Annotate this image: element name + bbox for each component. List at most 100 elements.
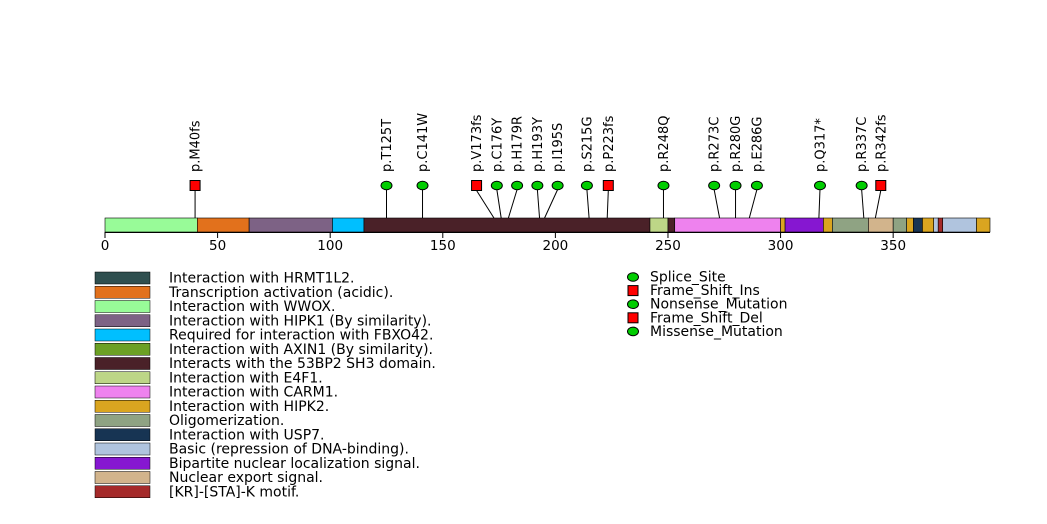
mutation-label: p.C176Y	[490, 118, 505, 172]
domain-legend-label: Interaction with USP7.	[169, 427, 325, 443]
domain-legend-swatch	[94, 328, 151, 342]
domain-legend-swatch	[94, 385, 151, 399]
mutation-stem	[507, 189, 518, 220]
domain-legend-label: Interaction with E4F1.	[169, 370, 323, 386]
mutation-label: p.M40fs	[189, 120, 204, 172]
mutation-marker-ellipse	[813, 180, 826, 191]
axis-tick-label: 100	[317, 238, 343, 254]
domain-segment	[363, 217, 651, 233]
mutation-label: p.R337C	[855, 117, 870, 172]
axis-tick-label: 350	[880, 238, 906, 254]
mutation-stem	[713, 189, 721, 220]
domain-legend-swatch	[94, 300, 151, 313]
domain-legend-label: Interaction with HRMT1L2.	[169, 271, 355, 287]
mutation-label: p.H179R	[511, 116, 526, 172]
mutation-marker-ellipse	[551, 180, 564, 191]
mutation-label: p.T125T	[380, 119, 395, 172]
domain-legend-label: Basic (repression of DNA-binding).	[169, 442, 409, 458]
mutation-marker-ellipse	[531, 180, 544, 191]
mutation-legend-marker-ellipse	[627, 326, 639, 337]
mutation-marker-ellipse	[380, 180, 393, 191]
axis-tick-label: 150	[430, 238, 456, 254]
mutation-stem	[586, 189, 590, 220]
domain-legend-label: Interaction with CARM1.	[169, 385, 338, 401]
mutation-stem	[861, 189, 865, 220]
mutation-label: p.R280G	[729, 116, 744, 172]
mutation-marker-ellipse	[750, 180, 763, 191]
mutation-marker-ellipse	[657, 180, 670, 191]
mutation-marker-ellipse	[580, 180, 593, 191]
mutation-legend-label: Frame_Shift_Ins	[650, 283, 760, 299]
mutation-marker-square	[875, 180, 887, 191]
mutation-label: p.H193Y	[531, 117, 546, 172]
mutation-label: p.P223fs	[602, 115, 617, 172]
mutation-legend-label: Splice_Site	[650, 270, 726, 286]
domain-legend-swatch	[94, 371, 151, 384]
domain-legend-label: Interacts with the 53BP2 SH3 domain.	[169, 356, 436, 372]
domain-legend-swatch	[94, 471, 151, 484]
domain-legend-swatch	[94, 357, 151, 370]
domain-segment	[780, 217, 786, 233]
mutation-label: p.C141W	[416, 113, 431, 172]
domain-segment	[823, 217, 833, 233]
domain-legend-label: Bipartite nuclear localization signal.	[169, 456, 420, 472]
domain-legend-swatch	[94, 314, 151, 327]
domain-legend-label: Interaction with HIPK1 (By similarity).	[169, 313, 432, 329]
domain-legend-label: Required for interaction with FBXO42.	[169, 328, 433, 344]
domain-legend-swatch	[94, 485, 151, 498]
domain-segment	[197, 217, 250, 233]
mutation-marker-square	[602, 180, 614, 191]
axis-tick-label: 200	[542, 238, 568, 254]
mutation-marker-ellipse	[490, 180, 503, 191]
mutation-legend-marker-ellipse	[627, 299, 639, 310]
domain-segment	[922, 217, 935, 233]
domain-segment	[667, 217, 676, 233]
domain-legend-label: [KR]-[STA]-K motif.	[169, 484, 299, 500]
mutation-marker-square	[189, 180, 201, 191]
domain-segment	[913, 217, 923, 233]
domain-segment	[332, 217, 365, 233]
mutation-stem	[543, 189, 559, 220]
mutation-legend-marker-square	[627, 312, 639, 324]
domain-segment	[104, 217, 198, 233]
mutation-stem	[536, 189, 541, 220]
axis-tick-label: 50	[209, 238, 226, 254]
axis-tick-label: 0	[101, 238, 110, 254]
domain-segment	[942, 217, 977, 233]
mutation-legend-marker-ellipse	[627, 272, 639, 282]
axis-tick-label: 250	[655, 238, 681, 254]
domain-legend-label: Nuclear export signal.	[169, 470, 323, 486]
domain-legend-label: Transcription activation (acidic).	[168, 285, 393, 301]
domain-legend-swatch	[94, 286, 151, 299]
mutation-stem	[748, 189, 758, 220]
domain-segment	[832, 217, 869, 233]
domain-legend-label: Interaction with HIPK2.	[169, 399, 329, 415]
domain-segment	[649, 217, 669, 233]
domain-segment	[674, 217, 781, 233]
mutation-label: p.I195S	[551, 123, 566, 172]
domain-legend-swatch	[94, 442, 151, 456]
domain-segment	[868, 217, 894, 233]
domain-segment	[906, 217, 914, 233]
mutation-legend-label: Frame_Shift_Del	[650, 310, 763, 326]
domain-legend-swatch	[94, 414, 151, 427]
mutation-label: p.Q317*	[813, 118, 828, 172]
mutation-label: p.R248Q	[657, 116, 672, 172]
mutation-legend-label: Nonsense_Mutation	[650, 297, 787, 313]
mutation-marker-ellipse	[708, 180, 721, 191]
mutation-marker-ellipse	[855, 180, 868, 191]
domain-segment	[248, 217, 333, 233]
mutation-stem	[476, 190, 496, 220]
mutation-marker-ellipse	[729, 180, 742, 191]
mutation-marker-ellipse	[511, 180, 524, 191]
mutation-stem	[606, 190, 609, 220]
domain-legend-swatch	[94, 457, 151, 470]
domain-legend-swatch	[94, 343, 151, 356]
mutation-label: p.R342fs	[874, 114, 889, 172]
domain-legend-label: Interaction with AXIN1 (By similarity).	[169, 342, 433, 358]
mutation-legend-marker-square	[627, 285, 639, 297]
mutation-label: p.V173fs	[470, 114, 485, 172]
domain-segment	[976, 217, 991, 233]
mutation-stem	[874, 190, 882, 220]
